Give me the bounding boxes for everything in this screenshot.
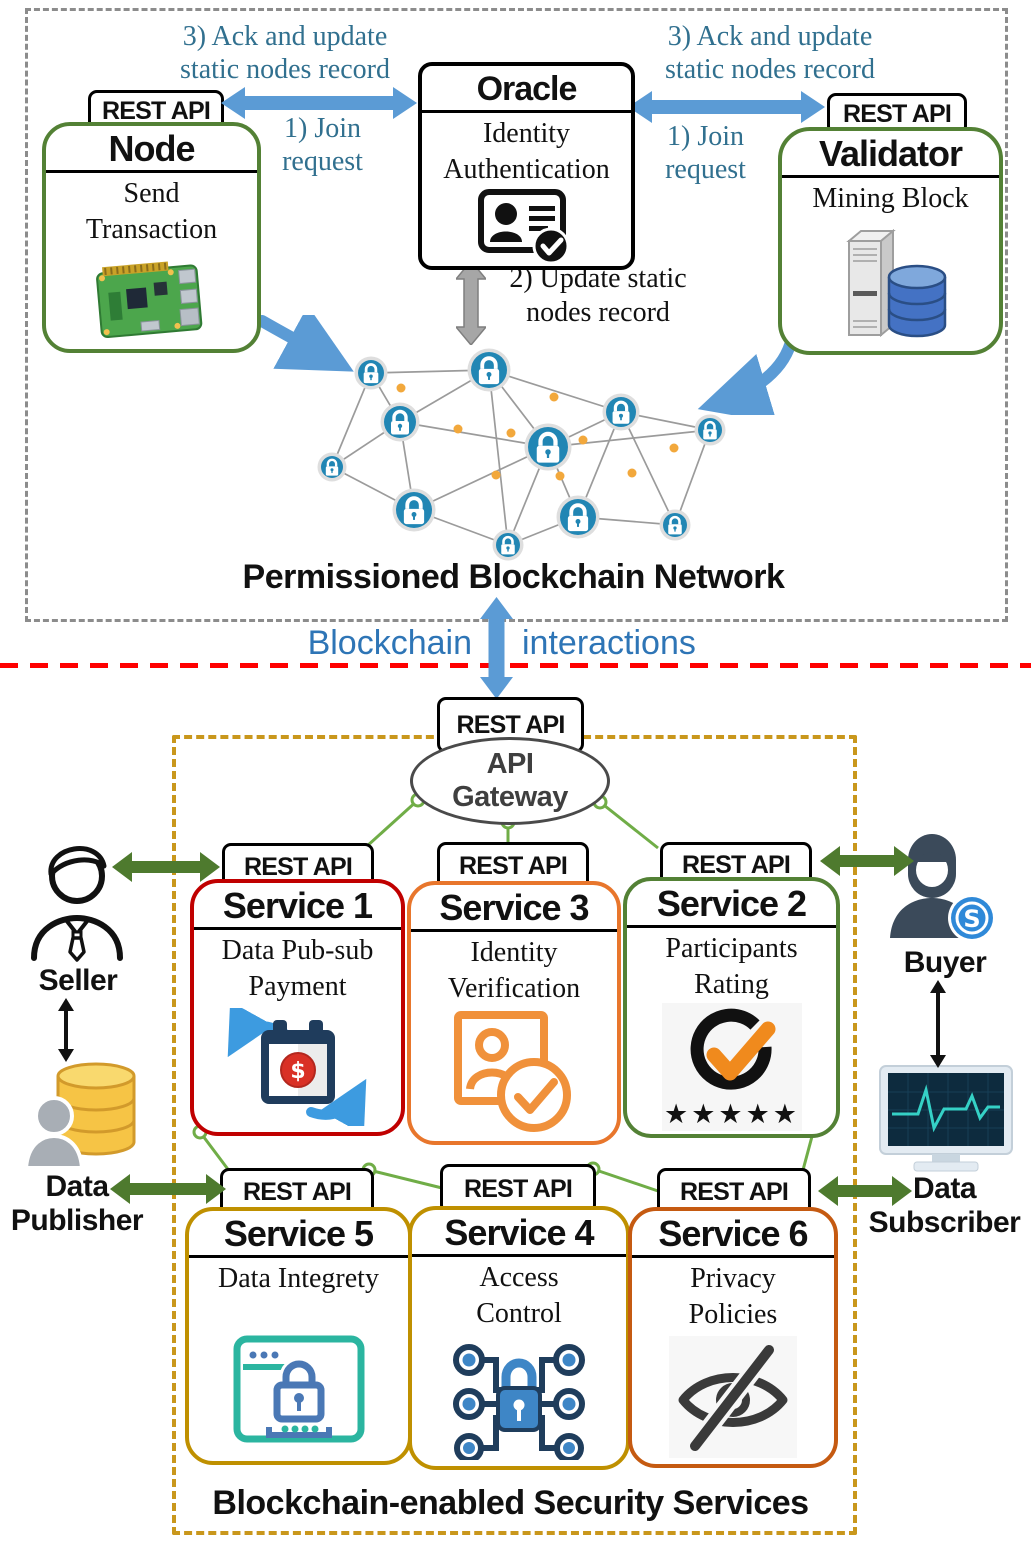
service3-box: Service 3 Identity Verification [407,881,621,1145]
blockchain-network-graphic [317,348,726,561]
seller-label: Seller [38,964,118,997]
node-box: Node Send Transaction [42,122,261,353]
interactions-word: interactions [522,624,696,662]
service5-subtitle: Data Integrety [218,1263,379,1294]
blockchain-interactions-arrow [480,597,513,699]
svg-text:S: S [963,905,980,933]
node-subtitle: Send Transaction [85,178,218,245]
service6-box: Service 6 Privacy Policies [628,1207,838,1468]
rating-stars-icon: ★★★★★ [627,1003,836,1137]
rest-api-label-node: REST API [88,90,224,132]
oracle-validator-arrow [628,91,825,123]
server-database-icon [782,217,999,351]
raspberry-pi-icon [46,248,257,349]
service2-buyer-arrow [820,846,914,876]
layer-divider-dashed-line [0,663,1031,668]
oracle-box: Oracle Identity Authentication [418,62,635,270]
service6-subtitle: Privacy Policies [688,1263,778,1330]
service1-subtitle: Data Pub-sub Payment [221,935,374,1002]
seller-service1-arrow [112,852,220,882]
service2-subtitle: Participants Rating [665,933,798,1000]
service1-box: Service 1 Data Pub-sub Payment $ [190,879,405,1136]
validator-box: Validator Mining Block [778,127,1003,355]
seller-publisher-arrow [58,998,74,1062]
blockchain-word: Blockchain [307,624,472,662]
svg-text:$: $ [290,1059,305,1084]
service4-box: Service 4 Access Control [408,1206,630,1470]
top-section-caption: Permissioned Blockchain Network [242,558,785,596]
service3-title: Service 3 [411,885,617,932]
rest-api-label-service4: REST API [440,1164,596,1214]
access-control-icon [412,1332,626,1466]
service4-subtitle: Access Control [476,1262,562,1329]
api-gateway-ellipse: API Gateway [410,737,610,825]
service2-box: Service 2 Participants Rating ★★★★★ [623,877,840,1138]
buyer-subscriber-arrow [930,980,946,1068]
step-3-ack-label-left: 3) Ack and update static nodes record [180,21,390,85]
node-oracle-arrow [221,87,417,119]
buyer-label: Buyer [903,946,987,979]
buyer-icon: S [872,826,1002,948]
service1-title: Service 1 [194,883,401,930]
identity-verification-icon [411,1007,617,1141]
validator-title: Validator [782,131,999,178]
data-integrity-icon [189,1297,408,1461]
step-1-join-label-left: 1) Join request [282,113,363,177]
bottom-section-caption: Blockchain-enabled Security Services [212,1484,809,1522]
service5-box: Service 5 Data Integrety [185,1207,412,1465]
identity-card-icon [422,188,631,274]
payment-calendar-icon: $ [194,1005,401,1132]
svg-text:★★★★★: ★★★★★ [663,1099,799,1130]
step-3-ack-label-right: 3) Ack and update static nodes record [665,21,875,85]
data-publisher-icon [16,1058,141,1170]
oracle-subtitle: Identity Authentication [443,118,610,185]
publisher-service5-arrow [110,1174,226,1204]
node-title: Node [46,126,257,173]
service6-subscriber-arrow [818,1176,912,1206]
service3-subtitle: Identity Verification [447,937,581,1004]
data-publisher-label: Data Publisher [10,1170,144,1237]
data-subscriber-icon [872,1062,1020,1174]
service5-title: Service 5 [189,1211,408,1258]
oracle-title: Oracle [422,66,631,113]
oracle-network-arrow [456,261,486,345]
validator-subtitle: Mining Block [812,183,969,214]
node-to-network-arrow [256,315,354,372]
service2-title: Service 2 [627,881,836,928]
step-1-join-label-right: 1) Join request [665,121,746,185]
permissioned-network-frame [25,8,1008,622]
data-subscriber-label: Data Subscriber [868,1172,1021,1239]
step-2-update-label: 2) Update static nodes record [509,263,687,328]
service4-title: Service 4 [412,1210,626,1257]
privacy-eye-icon [632,1333,834,1464]
connector-lines [198,798,816,1193]
seller-icon [22,834,132,964]
service6-title: Service 6 [632,1211,834,1258]
